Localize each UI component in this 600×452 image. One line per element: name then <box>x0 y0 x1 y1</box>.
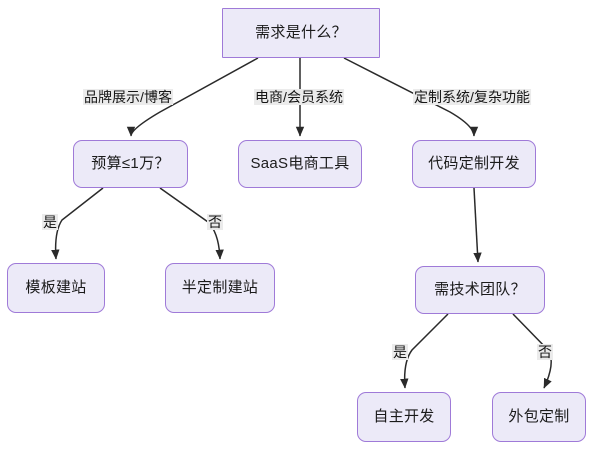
edge-label-brand-blog: 品牌展示/博客 <box>83 89 173 106</box>
edge-label-budget-yes: 是 <box>42 214 58 231</box>
edge-budget-to-template <box>51 187 104 260</box>
node-root[interactable]: 需求是什么？ <box>222 8 380 58</box>
node-needteam[interactable]: 需技术团队？ <box>415 266 545 314</box>
node-inhouse[interactable]: 自主开发 <box>357 392 451 442</box>
node-template[interactable]: 模板建站 <box>7 263 105 313</box>
node-outsource[interactable]: 外包定制 <box>492 392 586 442</box>
edge-label-custom-complex: 定制系统/复杂功能 <box>413 89 531 106</box>
node-semi[interactable]: 半定制建站 <box>165 263 275 313</box>
edge-label-needteam-yes: 是 <box>392 344 408 361</box>
edge-label-budget-no: 否 <box>207 214 223 231</box>
edge-label-needteam-no: 否 <box>537 344 553 361</box>
edge-custom-to-needteam <box>473 187 482 263</box>
node-saas[interactable]: SaaS电商工具 <box>238 140 362 188</box>
edge-label-ecommerce-member: 电商/会员系统 <box>254 89 344 106</box>
node-custom[interactable]: 代码定制开发 <box>412 140 536 188</box>
edge-needteam-to-inhouse <box>400 313 449 389</box>
edge-root-to-custom <box>343 57 479 137</box>
edge-root-to-budget <box>126 57 259 137</box>
node-budget[interactable]: 预算≤1万？ <box>73 140 188 188</box>
